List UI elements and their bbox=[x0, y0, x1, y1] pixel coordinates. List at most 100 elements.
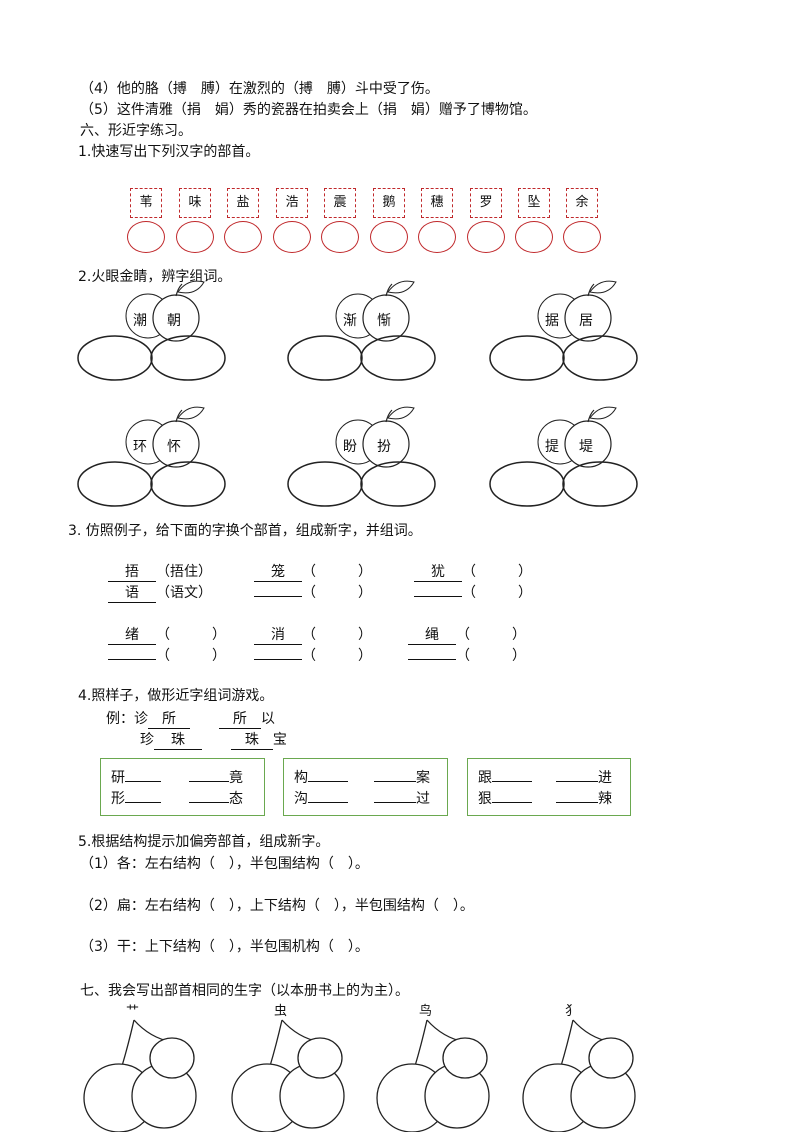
apple-stem-icon bbox=[587, 409, 595, 423]
q1-answer-circle[interactable] bbox=[127, 221, 165, 253]
q3-blank[interactable] bbox=[414, 596, 462, 597]
cherry-stem-icon bbox=[121, 1019, 135, 1067]
q3-item-long-blank[interactable]: （ ） bbox=[254, 584, 372, 602]
q1-answer-circle[interactable] bbox=[563, 221, 601, 253]
cherry-large-icon bbox=[570, 1063, 636, 1129]
q3-blank[interactable] bbox=[108, 659, 156, 660]
q4-blank[interactable] bbox=[125, 781, 161, 782]
cherry-large-icon bbox=[522, 1063, 594, 1132]
cherry-large-icon bbox=[131, 1063, 197, 1129]
cherry-small-icon bbox=[588, 1037, 634, 1079]
q3-char-xiao: 消 bbox=[254, 627, 302, 645]
q1-answer-circle[interactable] bbox=[418, 221, 456, 253]
q4-blank[interactable] bbox=[189, 781, 229, 782]
q3-item-you-blank[interactable]: （ ） bbox=[414, 584, 532, 602]
apple-stem-icon bbox=[385, 409, 393, 423]
cherry-stem-icon bbox=[133, 1019, 173, 1043]
apple-pair-icon bbox=[489, 406, 638, 507]
q4-blank[interactable] bbox=[374, 781, 416, 782]
apple-leaf-icon bbox=[177, 406, 205, 420]
apple-pair-icon bbox=[77, 280, 226, 381]
cherry-large-icon bbox=[231, 1063, 303, 1132]
q1-title: 1.快速写出下列汉字的部首。 bbox=[78, 144, 260, 160]
cherry-small-icon bbox=[149, 1037, 195, 1079]
q3-char-sheng: 绳 bbox=[408, 627, 456, 645]
apple-pair-icon bbox=[287, 280, 436, 381]
q4-char: 案 bbox=[416, 770, 430, 786]
q4-example-label: 例：诊 bbox=[106, 711, 148, 727]
q4-example-row-2: 珍珠 珠宝 bbox=[140, 731, 287, 750]
q2-answer-oval bbox=[562, 335, 638, 381]
q1-answer-circle[interactable] bbox=[467, 221, 505, 253]
q3-item-xiao-blank[interactable]: （ ） bbox=[254, 647, 372, 665]
q2-answer-oval bbox=[150, 461, 226, 507]
q3-item-you: 犹（ ） bbox=[414, 563, 532, 582]
q4-char: 形 bbox=[111, 791, 125, 807]
q4-char: 跟 bbox=[478, 770, 492, 786]
q1-char-box: 罗 bbox=[470, 188, 502, 218]
q1-char-box: 坠 bbox=[518, 188, 550, 218]
q2-answer-oval bbox=[489, 461, 565, 507]
q4-example-char: 宝 bbox=[272, 732, 287, 748]
q4-char: 沟 bbox=[294, 791, 308, 807]
q4-box-3: 跟 进 狠 辣 bbox=[467, 758, 631, 816]
q1-answer-circle[interactable] bbox=[224, 221, 262, 253]
q4-blank[interactable] bbox=[189, 802, 229, 803]
q3-paren: （ ） bbox=[156, 627, 226, 643]
q4-example-word: 珠 bbox=[230, 732, 273, 750]
q4-blank[interactable] bbox=[308, 781, 348, 782]
apple-leaf-icon bbox=[387, 406, 415, 420]
q3-item-xu: 绪（ ） bbox=[108, 626, 226, 645]
q3-paren: （ ） bbox=[462, 585, 532, 601]
apple-leaf-icon bbox=[387, 280, 415, 294]
q2-answer-oval bbox=[287, 335, 363, 381]
q3-item-sheng-blank[interactable]: （ ） bbox=[408, 647, 526, 665]
q3-example-word-1: （捂住） bbox=[156, 564, 212, 580]
q4-char: 过 bbox=[416, 791, 430, 807]
q3-item-xu-blank[interactable]: （ ） bbox=[108, 647, 226, 665]
q1-answer-circle[interactable] bbox=[273, 221, 311, 253]
q4-example-char: 珍 bbox=[140, 732, 154, 748]
q3-blank[interactable] bbox=[254, 596, 302, 597]
q2-char-right: 惭 bbox=[377, 313, 391, 329]
q3-paren: （ ） bbox=[156, 648, 226, 664]
q2-char-left: 潮 bbox=[133, 313, 147, 329]
radical-label: 犭 bbox=[565, 1004, 579, 1019]
q1-char-box: 震 bbox=[324, 188, 356, 218]
q4-char: 狠 bbox=[478, 791, 492, 807]
q3-blank[interactable] bbox=[254, 659, 302, 660]
apple-pair-icon bbox=[77, 406, 226, 507]
q1-answer-circle[interactable] bbox=[515, 221, 553, 253]
q4-blank[interactable] bbox=[125, 802, 161, 803]
apple-stem-icon bbox=[175, 409, 183, 423]
section-seven-heading: 七、我会写出部首相同的生字（以本册书上的为主）。 bbox=[80, 983, 409, 999]
q1-char-box: 穗 bbox=[421, 188, 453, 218]
q4-blank[interactable] bbox=[492, 802, 532, 803]
cherry-cluster-icon bbox=[376, 1019, 490, 1132]
q1-answer-circle[interactable] bbox=[176, 221, 214, 253]
q4-blank[interactable] bbox=[556, 781, 598, 782]
q4-blank[interactable] bbox=[492, 781, 532, 782]
cherry-stem-icon bbox=[572, 1019, 612, 1043]
cherry-large-icon bbox=[83, 1063, 155, 1132]
q3-paren: （ ） bbox=[302, 648, 372, 664]
apple-stem-icon bbox=[385, 283, 393, 297]
q3-paren: （ ） bbox=[462, 564, 532, 580]
cherry-small-icon bbox=[297, 1037, 343, 1079]
q3-paren: （ ） bbox=[302, 585, 372, 601]
q3-item-xiao: 消（ ） bbox=[254, 626, 372, 645]
cherry-stem-icon bbox=[560, 1019, 574, 1067]
q4-blank[interactable] bbox=[556, 802, 598, 803]
q4-blank[interactable] bbox=[374, 802, 416, 803]
q1-char-box: 鹅 bbox=[373, 188, 405, 218]
q4-example-row-1: 例：诊所 所以 bbox=[106, 710, 275, 729]
q2-char-right: 居 bbox=[579, 313, 593, 329]
q4-char: 竟 bbox=[229, 770, 243, 786]
q2-answer-oval bbox=[489, 335, 565, 381]
q1-answer-circle[interactable] bbox=[321, 221, 359, 253]
q4-blank[interactable] bbox=[308, 802, 348, 803]
q1-answer-circle[interactable] bbox=[370, 221, 408, 253]
q3-blank[interactable] bbox=[408, 659, 456, 660]
q4-char: 进 bbox=[598, 770, 612, 786]
cherry-large-icon bbox=[424, 1063, 490, 1129]
